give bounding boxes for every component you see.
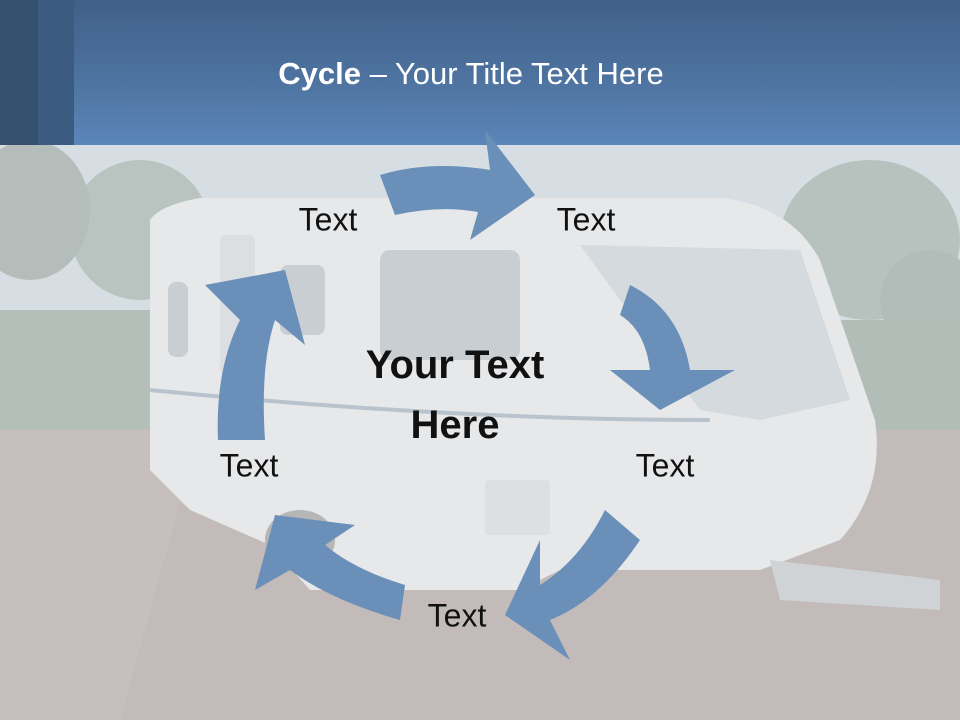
cycle-label-4: Text	[427, 597, 487, 634]
header-band	[0, 0, 960, 145]
cycle-arrow-bottom-left	[255, 515, 405, 620]
cycle-label-2: Text	[556, 201, 616, 238]
center-text: Your Text Here	[366, 335, 545, 455]
cycle-arrow-left	[205, 270, 305, 440]
header-accent-stripe	[0, 0, 38, 145]
cycle-label-3: Text	[635, 447, 695, 484]
slide-title: Cycle – Your Title Text Here	[0, 56, 942, 92]
title-rest: – Your Title Text Here	[361, 56, 664, 91]
title-bold: Cycle	[278, 56, 361, 91]
cycle-arrow-bottom-right	[505, 510, 640, 660]
cycle-arrow-right	[610, 285, 735, 410]
cycle-label-5: Text	[219, 447, 279, 484]
center-text-line2: Here	[410, 403, 500, 447]
header-accent-stripe	[38, 0, 74, 145]
cycle-arrow-top	[380, 130, 535, 240]
center-text-line1: Your Text	[365, 343, 545, 387]
cycle-label-1: Text	[298, 201, 358, 238]
